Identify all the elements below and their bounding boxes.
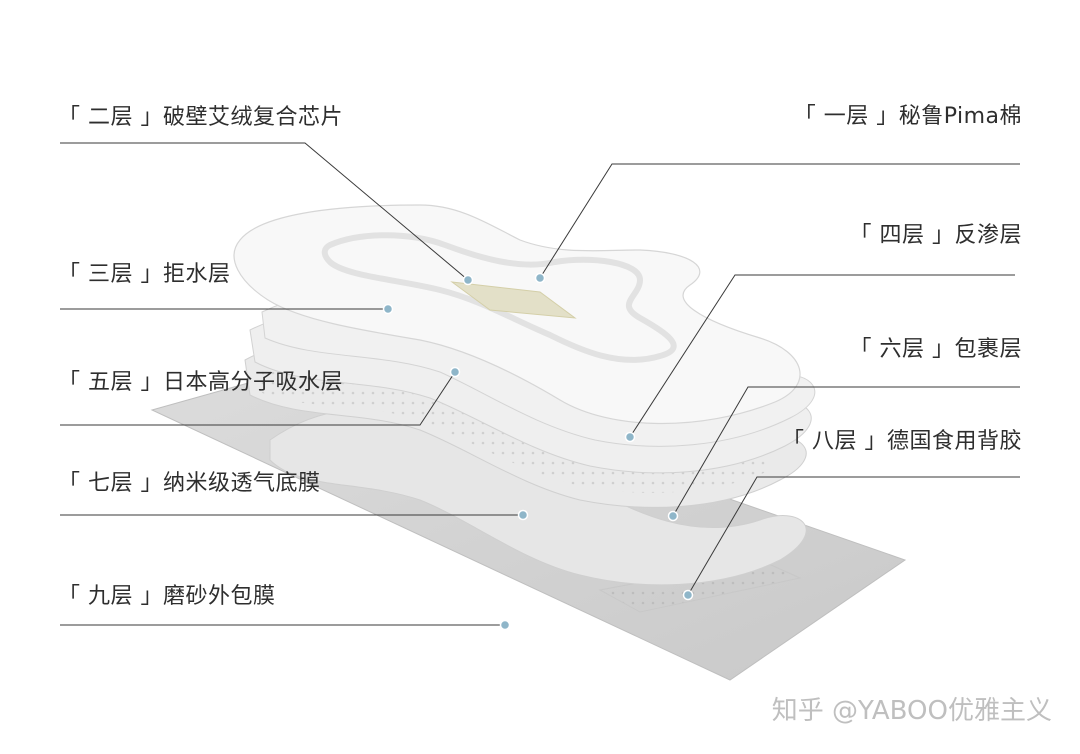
dot-layer2 bbox=[462, 274, 474, 286]
leader-line-layer1 bbox=[539, 163, 1020, 279]
leader-line-layer8 bbox=[687, 476, 1020, 596]
layer-2-core-chip bbox=[450, 281, 577, 319]
leader-line-layer6 bbox=[672, 386, 1020, 517]
leader-line-layer2 bbox=[60, 142, 469, 281]
label-layer6: 「 六层 」包裹层 bbox=[849, 337, 1022, 362]
label-layer8: 「 八层 」德国食用背胶 bbox=[782, 429, 1022, 454]
label-layer3: 「 三层 」拒水层 bbox=[58, 262, 231, 287]
dot-layer4 bbox=[624, 431, 636, 443]
watermark: 知乎 @YABOO优雅主义 bbox=[771, 696, 1052, 726]
leader-line-layer5 bbox=[60, 371, 456, 426]
label-layer9: 「 九层 」磨砂外包膜 bbox=[58, 584, 276, 609]
label-layer7: 「 七层 」纳米级透气底膜 bbox=[58, 471, 321, 496]
label-layer1: 「 一层 」秘鲁Pima棉 bbox=[793, 104, 1022, 129]
dot-layer1 bbox=[534, 272, 546, 284]
dot-layer6 bbox=[667, 510, 679, 522]
label-layer4: 「 四层 」反渗层 bbox=[849, 223, 1022, 248]
dot-layer7 bbox=[517, 509, 529, 521]
dot-layer3 bbox=[382, 303, 394, 315]
layer-1-top-sheet bbox=[233, 204, 801, 425]
dot-layer9 bbox=[499, 619, 511, 631]
label-layer5: 「 五层 」日本高分子吸水层 bbox=[58, 370, 343, 395]
layer-1-inner-channel bbox=[321, 232, 677, 363]
leader-line-layer4 bbox=[629, 274, 1015, 438]
dot-layer5 bbox=[449, 366, 461, 378]
label-layer2: 「 二层 」破壁艾绒复合芯片 bbox=[58, 105, 343, 130]
dot-layer8 bbox=[682, 589, 694, 601]
